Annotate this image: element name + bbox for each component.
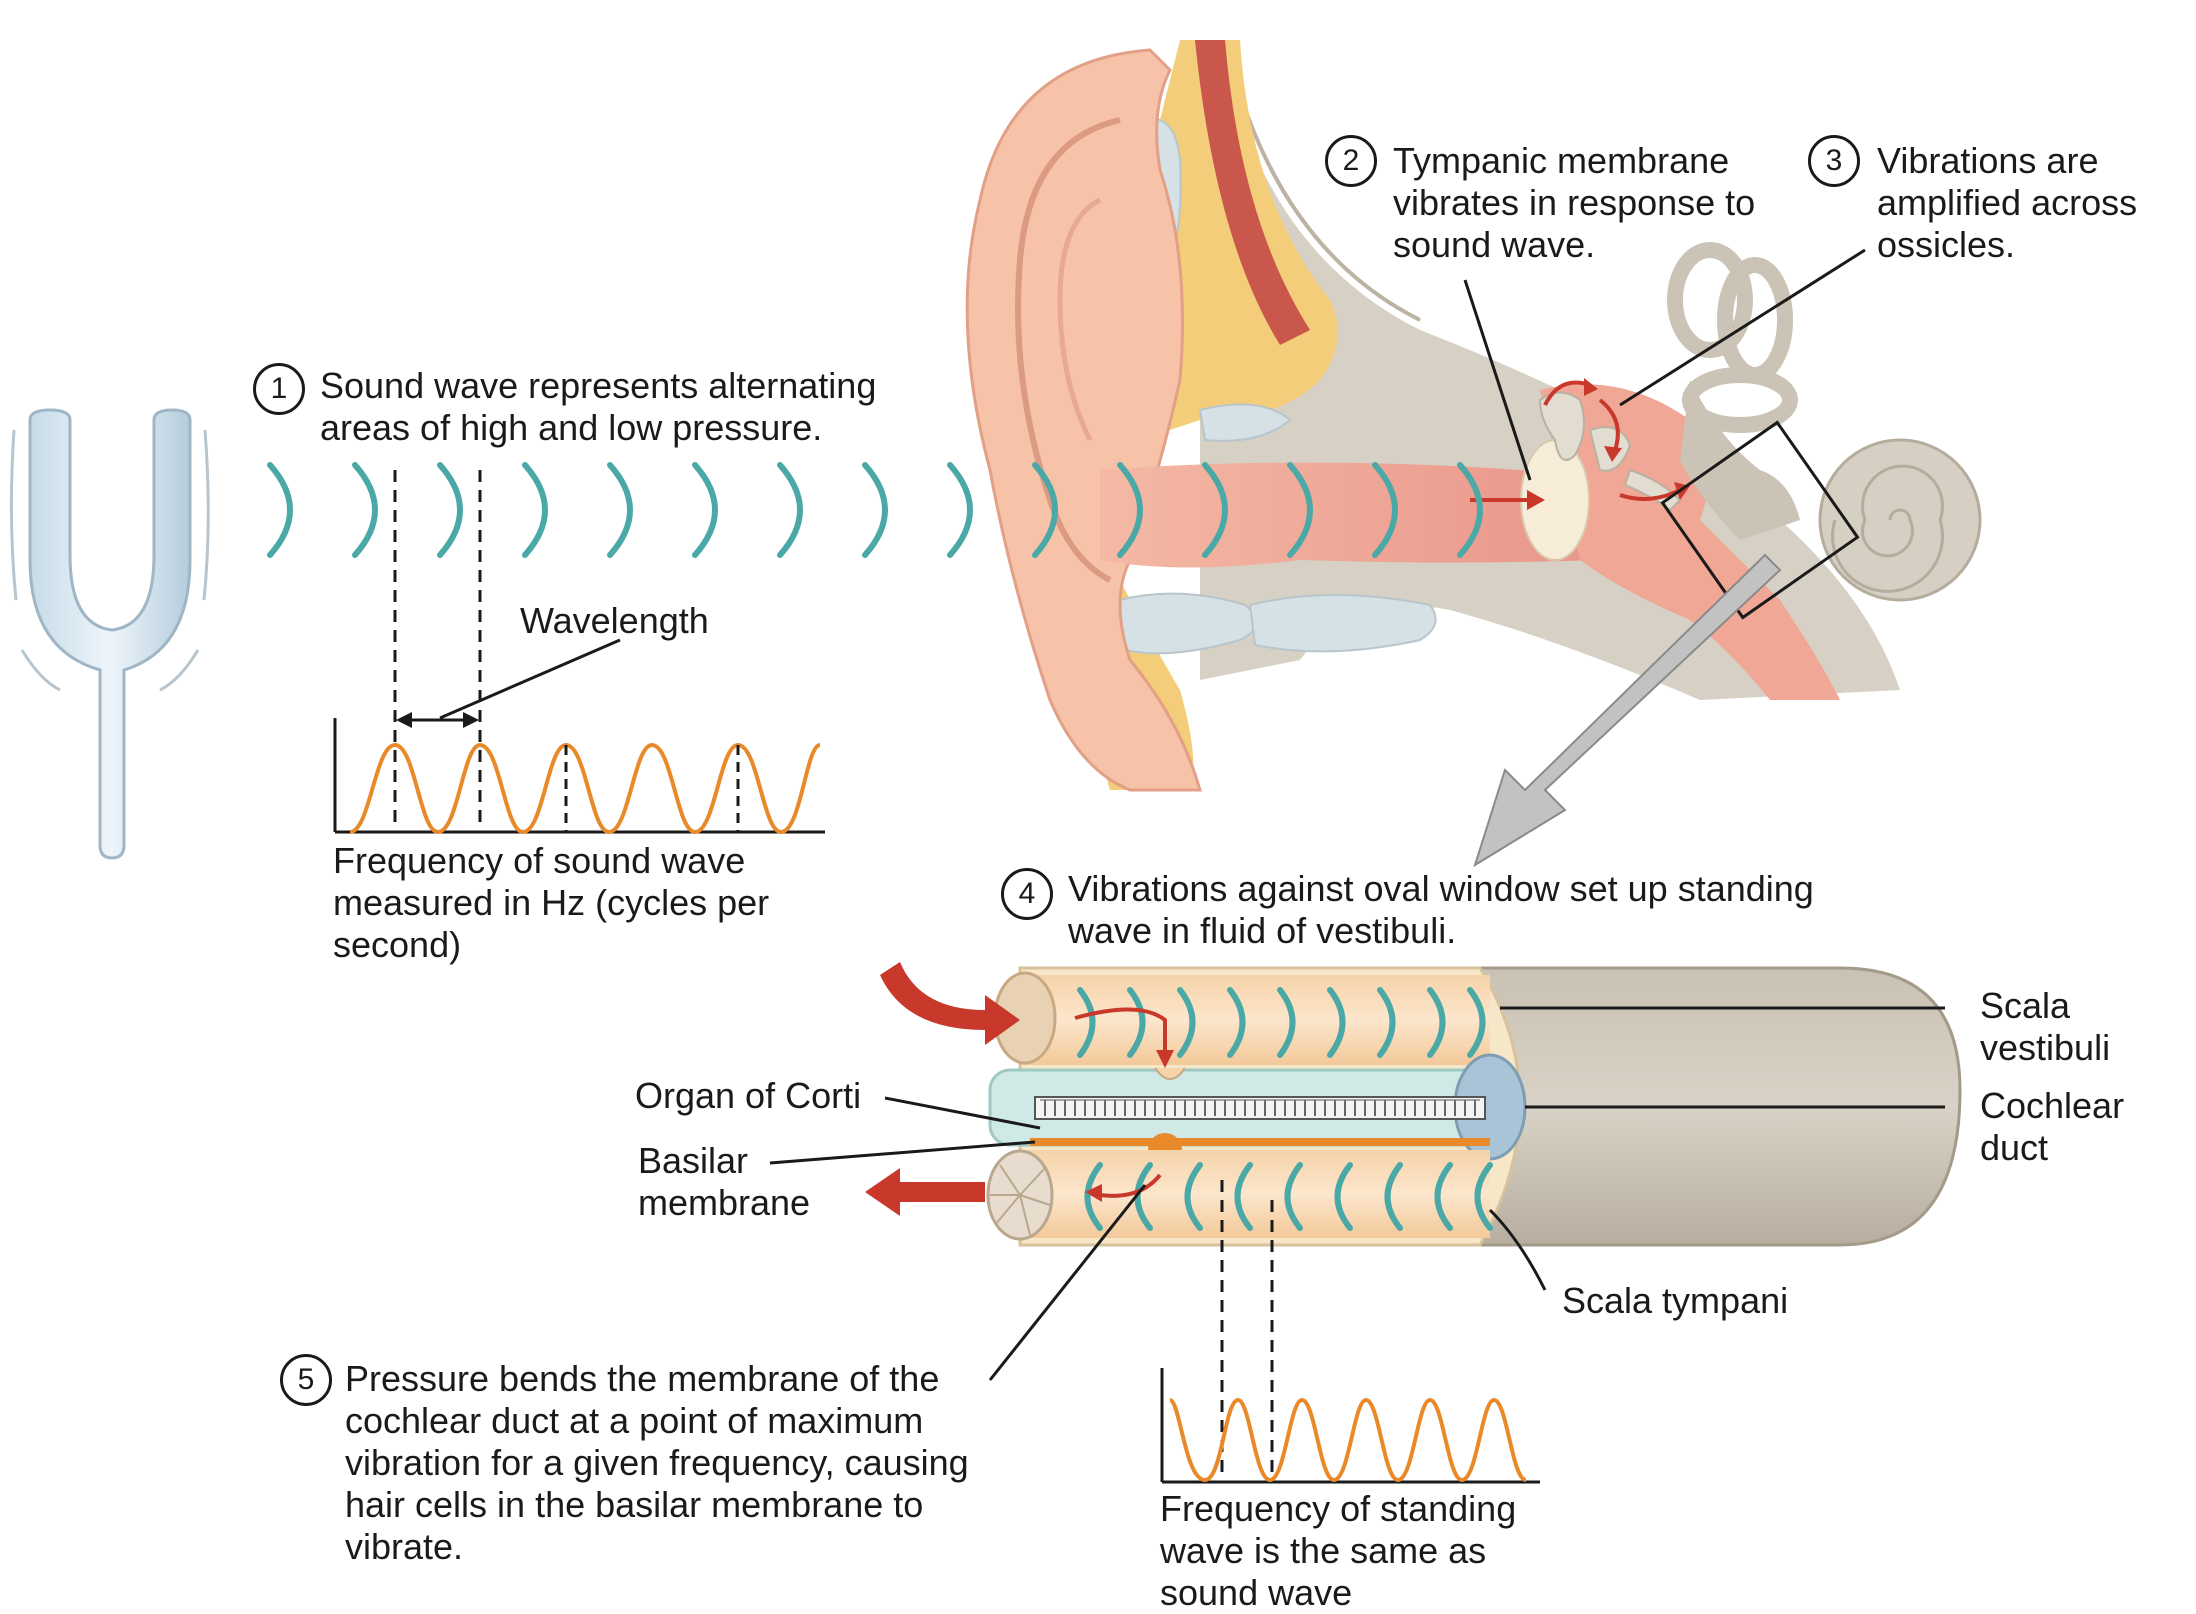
- ear-anatomy: [965, 40, 1982, 792]
- sound-wave-arcs: [267, 462, 1483, 558]
- wavelength-arrow: [396, 638, 621, 728]
- step-2-badge: 2: [1325, 135, 1377, 187]
- scala-vestibuli-label: Scala vestibuli: [1980, 985, 2111, 1068]
- cochlear-duct-label: Cochlear duct: [1980, 1085, 2125, 1168]
- wavelength-guides: [393, 470, 482, 830]
- cochlea-unrolled: [865, 962, 1962, 1247]
- standing-wave-guides: [1220, 1180, 1274, 1480]
- step-5-text: Pressure bends the membrane of the cochl…: [345, 1358, 969, 1567]
- step-4-text: Vibrations against oval window set up st…: [1068, 868, 1814, 951]
- zoom-arrow: [1473, 553, 1782, 868]
- standing-frequency-plot: [1160, 1368, 1540, 1484]
- step-2-text: Tympanic membrane vibrates in response t…: [1393, 140, 1756, 265]
- basilar-membrane-label: Basilar membrane: [638, 1140, 811, 1223]
- wavelength-label: Wavelength: [520, 600, 709, 641]
- organ-of-corti-label: Organ of Corti: [635, 1075, 862, 1116]
- scala-tympani-label: Scala tympani: [1562, 1280, 1789, 1321]
- step-1-badge: 1: [253, 363, 305, 415]
- tuning-fork: [9, 408, 210, 860]
- standing-frequency-caption: Frequency of standing wave is the same a…: [1160, 1488, 1517, 1613]
- step-5-badge: 5: [280, 1354, 332, 1406]
- sound-frequency-caption: Frequency of sound wave measured in Hz (…: [333, 840, 770, 965]
- step-3-text: Vibrations are amplified across ossicles…: [1877, 140, 2138, 265]
- leader-lines: [769, 248, 1945, 1381]
- step-4-badge: 4: [1001, 868, 1053, 920]
- step-3-badge: 3: [1808, 135, 1860, 187]
- step-1-text: Sound wave represents alternating areas …: [320, 365, 877, 448]
- sound-frequency-plot: [333, 718, 825, 835]
